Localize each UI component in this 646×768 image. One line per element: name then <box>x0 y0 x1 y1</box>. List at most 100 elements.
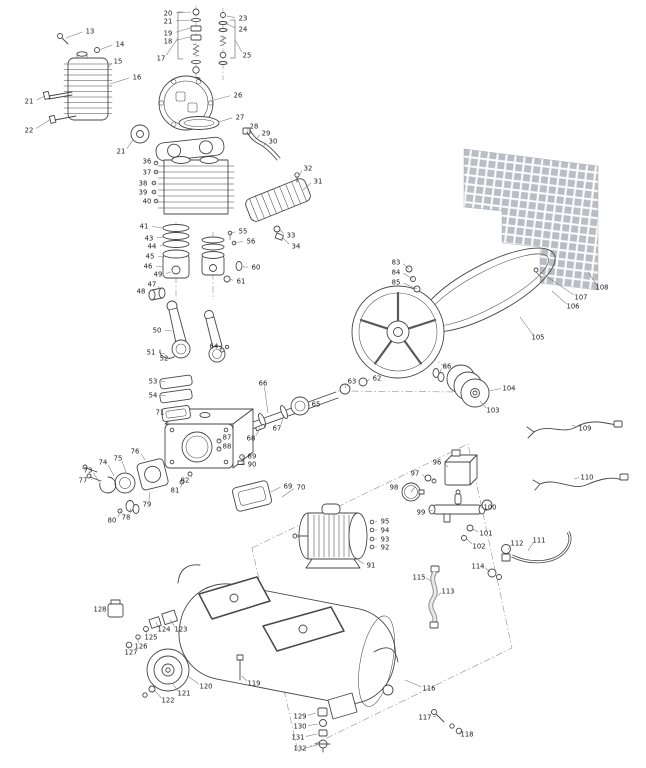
leader-line <box>169 619 176 627</box>
part-label-21: 21 <box>25 97 34 105</box>
rod-cap <box>159 349 175 359</box>
manifold <box>428 489 493 523</box>
leader-line <box>229 278 234 281</box>
flywheel <box>351 285 445 379</box>
part-label-113: 113 <box>442 587 455 595</box>
part-label-129: 129 <box>294 712 307 720</box>
leader-line <box>444 463 449 468</box>
mount-plate-rear <box>262 606 345 652</box>
leader-line <box>307 712 317 716</box>
leader-line <box>479 400 487 409</box>
left-accessories <box>107 599 178 649</box>
piston-1 <box>162 249 190 279</box>
leader-line <box>282 237 290 245</box>
part-label-89: 89 <box>248 452 257 460</box>
leader-line <box>151 226 163 229</box>
part-label-123: 123 <box>175 625 188 633</box>
part-label-92: 92 <box>381 543 390 551</box>
head-bolt <box>57 33 69 45</box>
leader-line <box>226 15 236 18</box>
drain-parts <box>315 707 331 753</box>
head-31 <box>245 178 311 222</box>
leader-line <box>403 273 414 280</box>
air-filter <box>130 124 150 144</box>
leader-line <box>175 11 192 14</box>
part-label-75: 75 <box>114 454 123 462</box>
pressure-switch <box>444 449 478 486</box>
leader-line <box>241 675 248 682</box>
cylinder-block <box>157 156 235 215</box>
part-label-124: 124 <box>158 625 171 633</box>
part-label-67: 67 <box>273 424 282 432</box>
breather <box>273 225 284 241</box>
part-label-15: 15 <box>114 57 123 65</box>
leader-line <box>155 265 164 268</box>
leader-line <box>264 386 269 414</box>
part-label-78: 78 <box>122 513 131 521</box>
part-label-29: 29 <box>262 129 271 137</box>
part-label-41: 41 <box>140 222 149 230</box>
axle-parts <box>142 685 156 698</box>
leader-line <box>281 488 295 498</box>
leader-line <box>404 679 422 688</box>
leader-line <box>154 161 159 164</box>
part-label-70: 70 <box>297 483 306 491</box>
belt-guard <box>463 148 599 291</box>
leader-line <box>175 19 192 22</box>
manifold-fittings <box>461 524 474 541</box>
part-label-84: 84 <box>392 268 401 276</box>
leader-line <box>432 715 437 717</box>
leader-line <box>172 683 179 691</box>
part-label-110: 110 <box>581 473 594 481</box>
circlip <box>99 476 117 494</box>
part-label-128: 128 <box>94 605 107 613</box>
part-label-95: 95 <box>381 517 390 525</box>
part-label-68: 68 <box>247 434 256 442</box>
leader-line <box>160 394 167 397</box>
plate-gasket <box>178 116 220 130</box>
part-label-80: 80 <box>108 516 117 524</box>
part-label-34: 34 <box>292 242 301 250</box>
leader-line <box>402 263 410 270</box>
guard-bolt <box>533 267 539 273</box>
part-label-30: 30 <box>269 137 278 145</box>
leader-line <box>220 347 223 351</box>
leader-line <box>374 521 378 523</box>
part-label-102: 102 <box>473 542 486 550</box>
pulley-spacer <box>432 368 445 382</box>
leader-line <box>148 291 151 295</box>
elbow-fitting <box>487 568 502 580</box>
part-label-19: 19 <box>164 29 173 37</box>
leader-line <box>165 37 179 56</box>
leader-line <box>472 528 479 533</box>
side-bolts <box>42 90 77 124</box>
bearing-cover-group <box>82 458 169 514</box>
part-label-47: 47 <box>148 280 157 288</box>
part-label-101: 101 <box>480 529 493 537</box>
part-label-117: 117 <box>419 713 432 721</box>
part-label-24: 24 <box>239 25 248 33</box>
part-label-85: 85 <box>392 278 401 286</box>
leader-line <box>551 290 567 305</box>
part-label-119: 119 <box>248 679 261 687</box>
pressure-gauge <box>401 482 425 502</box>
outlet-tube-metal <box>511 531 572 564</box>
part-label-97: 97 <box>411 469 420 477</box>
leader-line <box>175 36 191 41</box>
leader-line <box>218 117 233 123</box>
part-label-17: 17 <box>157 54 166 62</box>
part-label-60: 60 <box>252 263 261 271</box>
part-label-107: 107 <box>575 293 588 301</box>
connecting-rod-2 <box>204 310 230 363</box>
leader-line <box>466 538 473 545</box>
crankcase <box>164 408 254 469</box>
part-label-121: 121 <box>178 689 191 697</box>
leader-line <box>437 592 442 597</box>
shaft-key <box>255 423 266 432</box>
wheel <box>146 648 190 692</box>
fitting-97 <box>424 474 437 484</box>
leader-line <box>403 282 418 290</box>
leader-line <box>365 378 370 383</box>
part-label-54: 54 <box>149 391 158 399</box>
leader-line <box>121 460 127 473</box>
